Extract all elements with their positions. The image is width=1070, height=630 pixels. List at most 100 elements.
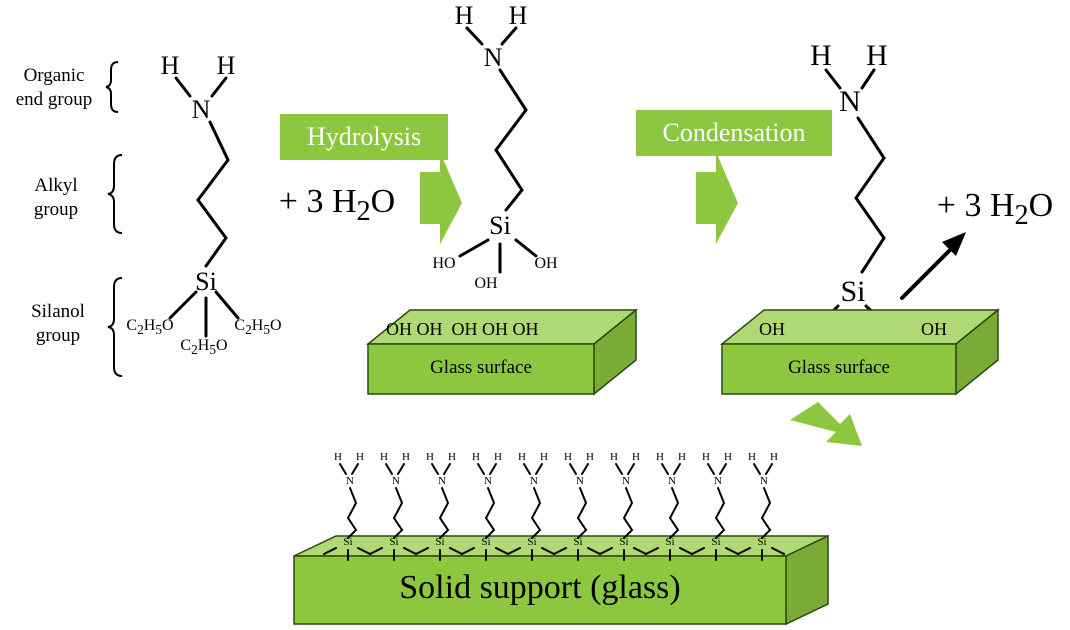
chain-3-h-right: H [448,451,456,463]
label-silanol: Silanol [31,301,85,322]
chain-10-nh-left [753,463,761,475]
chain-6-nh-left [569,463,577,475]
side-braces [105,61,123,377]
chain-9-h-left: H [702,451,710,463]
chain-2-h-right: H [402,451,410,463]
chain-10 [760,487,772,539]
chain-5-nitrogen: N [530,475,538,487]
chain-2-o-left [369,547,383,555]
m1-h-left: H [160,51,180,80]
chain-3-nh-right [443,463,451,475]
chain-3 [438,487,450,539]
plus-3-water-right: + 3 H2O [936,187,1054,231]
chain-6-nh-right [581,463,589,475]
chain-1-h-left: H [334,451,342,463]
chain-1-o-right [357,547,371,555]
chain-3-nh-left [431,463,439,475]
chain-8-silicon: Si [665,536,675,548]
chain-6-silicon: Si [573,536,583,548]
brace-silanol [107,277,123,377]
chain-1-nh-left [339,463,347,475]
chain-9-o-right [725,547,739,555]
chain-6-nitrogen: N [576,475,584,487]
chain-4-h-left: H [472,451,480,463]
chain-2-nh-left [385,463,393,475]
chain-7-o-right [633,547,647,555]
plus-3-water-left: + 3 H2O [278,183,396,227]
chain-6-h-left: H [564,451,572,463]
chain-4-nitrogen: N [484,475,492,487]
chain-5-nh-left [523,463,531,475]
chain-7-silicon: Si [619,536,629,548]
chain-2-nh-right [397,463,405,475]
surface-hydroxyl-right: OH [921,319,947,339]
chain-4-nh-left [477,463,485,475]
chain-2-o-right [403,547,417,555]
m3-nitrogen: N [839,85,861,118]
chain-8-o-left [645,547,659,555]
m2-hydroxyl-bottom: OH [474,275,498,292]
glass-surface-label-2: Glass surface [788,357,890,378]
chain-3-o-right [449,547,463,555]
m1-silicon: Si [195,267,217,296]
m1-ethoxy-right: C2H5O [234,317,282,338]
molecule-1-bonds [168,76,240,338]
chain-9-nh-right [719,463,727,475]
label-alkyl-group: group [33,199,79,220]
chain-8-nh-right [673,463,681,475]
chain-4-o-right [495,547,509,555]
chain-4-o-left [461,547,475,555]
chain-10-nh-right [765,463,773,475]
chain-10-nitrogen: N [760,475,768,487]
grafted-monolayer [323,463,785,561]
chain-9-h-right: H [724,451,732,463]
chain-5-silicon: Si [527,536,537,548]
chain-3-h-left: H [426,451,434,463]
chain-6 [576,487,588,539]
chain-3-silicon: Si [435,536,445,548]
chain-9-nitrogen: N [714,475,722,487]
m2-nitrogen: N [483,43,503,72]
arrow-hydrolysis [420,152,462,244]
label-organic: Organic [23,65,85,86]
chain-3-o-left [415,547,429,555]
chain-7-h-left: H [610,451,618,463]
chain-6-o-left [553,547,567,555]
m1-ethoxy-bottom: C2H5O [180,337,228,358]
chain-1-nh-right [351,463,359,475]
brace-organic [105,61,119,113]
chain-8-o-right [679,547,693,555]
m1-ethoxy-left: C2H5O [126,317,174,338]
molecule-2-bonds [458,26,538,274]
chain-7-nitrogen: N [622,475,630,487]
label-silanol-group: group [35,325,81,346]
chain-7-nh-right [627,463,635,475]
glass-surface-label-1: Glass surface [430,357,532,378]
chain-1-h-right: H [356,451,364,463]
arrow-condensation [696,152,738,244]
chain-1-o-left [323,547,337,555]
chain-5-nh-right [535,463,543,475]
label-end-group: end group [15,89,93,110]
chain-5 [530,487,542,539]
chain-4-h-right: H [494,451,502,463]
chain-8-nitrogen: N [668,475,676,487]
chain-5-h-right: H [540,451,548,463]
m3-h-right: H [866,39,888,72]
m1-h-right: H [216,51,236,80]
green-arrows [420,152,862,446]
m2-h-right: H [508,1,528,30]
chain-10-o-left [737,547,751,555]
chain-1-silicon: Si [343,536,353,548]
chain-8-h-right: H [678,451,686,463]
brace-alkyl [107,154,123,234]
glass-surface-box-1 [365,308,639,396]
chain-1-nitrogen: N [346,475,354,487]
chain-7-nh-left [615,463,623,475]
hydrolysis-box: Hydrolysis [280,114,448,160]
solid-support-box [293,534,829,626]
m3-h-left: H [810,39,832,72]
chain-1 [346,487,358,539]
chain-5-h-left: H [518,451,526,463]
